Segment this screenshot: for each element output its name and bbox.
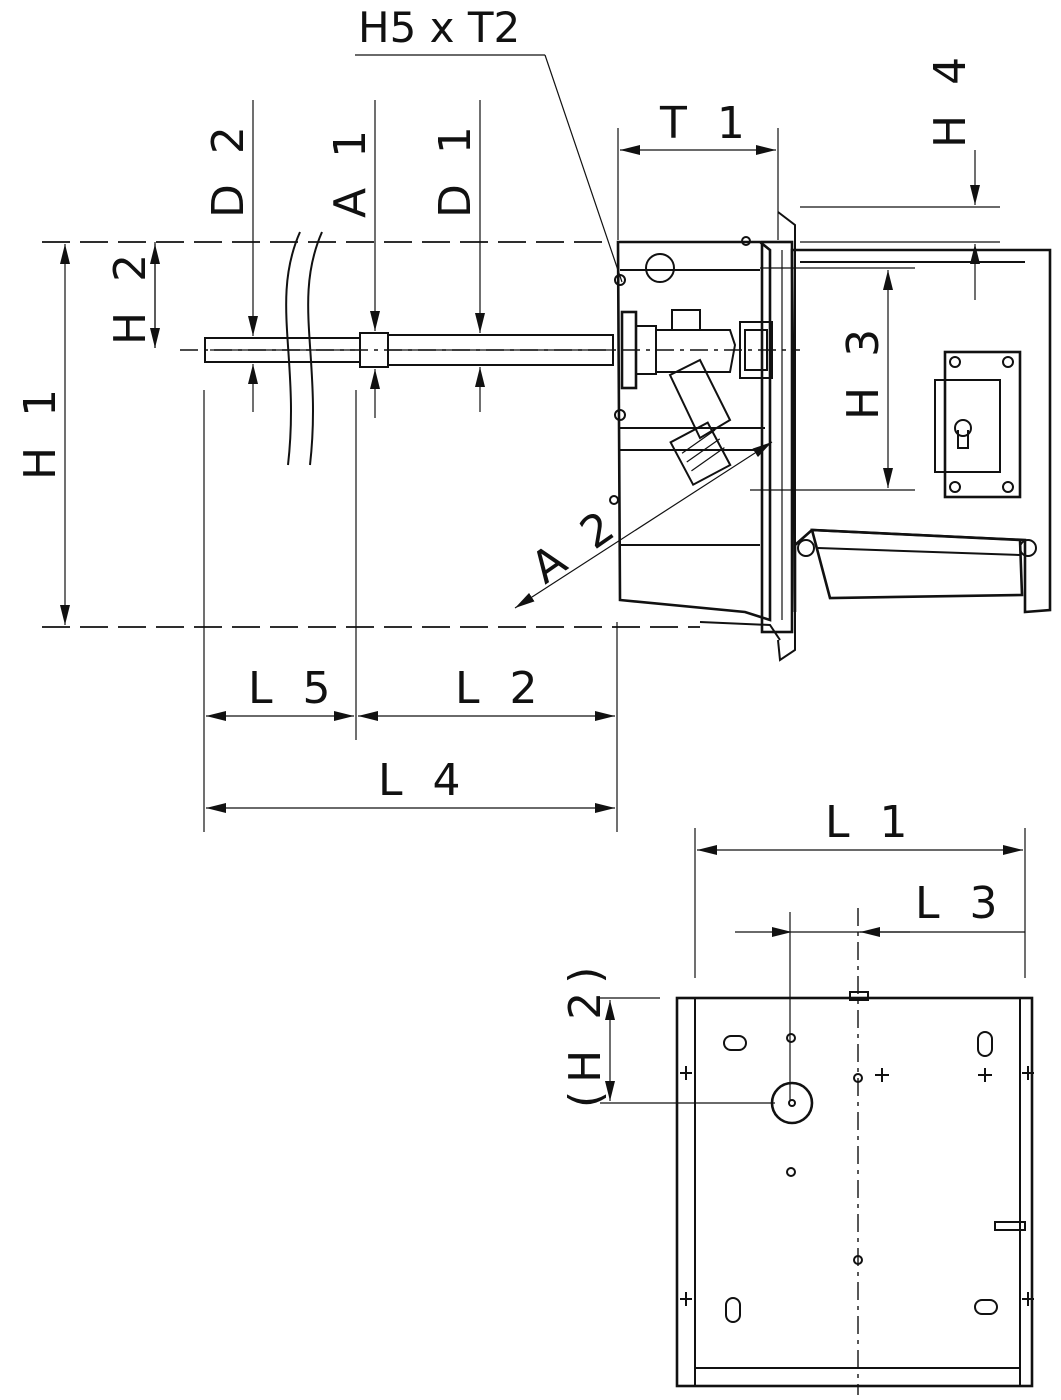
label-h5-t2: H5 x T2	[358, 3, 520, 52]
label-a2: A 2	[522, 497, 630, 594]
label-h3: H 3	[838, 321, 889, 420]
label-l3: L 3	[915, 878, 1006, 929]
side-view: H5 x T2 T 1 H 4 D 2 A 1 D 1 H 2 H 1	[15, 3, 1052, 832]
label-l4: L 4	[378, 755, 469, 806]
back-view: L 1 L 3 (H 2)	[560, 797, 1034, 1395]
label-d2: D 2	[203, 118, 254, 218]
label-l2: L 2	[455, 663, 546, 714]
label-h2: H 2	[105, 246, 156, 345]
break-line	[285, 231, 301, 466]
label-d1: D 1	[430, 118, 481, 218]
label-h1: H 1	[15, 381, 66, 480]
label-l1: L 1	[825, 797, 916, 848]
label-h4: H 4	[925, 49, 976, 148]
door-panel	[699, 248, 1052, 641]
label-a1: A 1	[325, 122, 376, 218]
probe-rod	[204, 332, 614, 368]
label-h2-back: (H 2)	[560, 959, 611, 1108]
label-l5: L 5	[248, 663, 339, 714]
housing	[609, 211, 796, 662]
break-line	[307, 231, 323, 466]
label-t1: T 1	[659, 98, 753, 149]
